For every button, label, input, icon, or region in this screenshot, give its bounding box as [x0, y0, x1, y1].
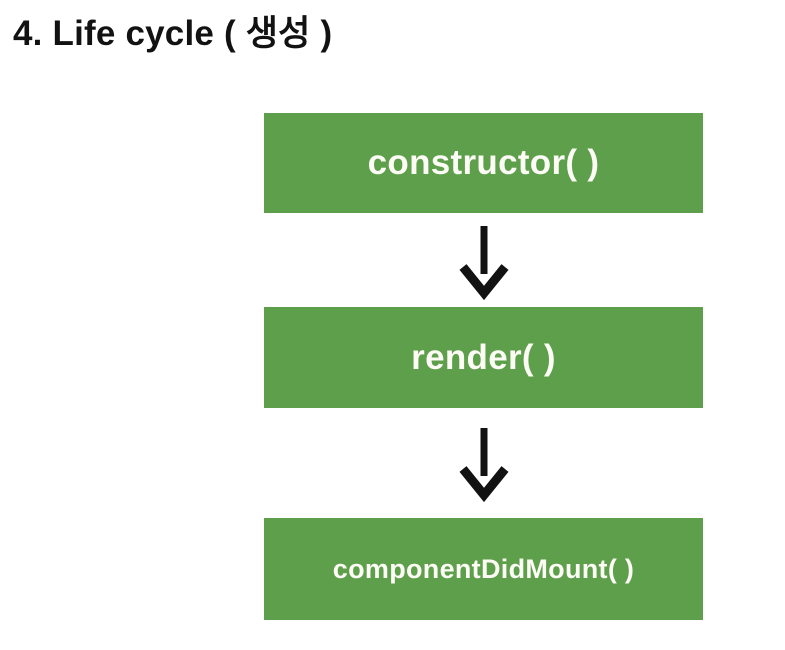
down-arrow-icon	[459, 226, 509, 301]
node-constructor: constructor( )	[264, 113, 703, 213]
arrow-head	[459, 264, 509, 301]
node-render: render( )	[264, 307, 703, 408]
arrow-head	[459, 466, 509, 503]
node-component-did-mount: componentDidMount( )	[264, 518, 703, 620]
down-arrow-icon	[459, 428, 509, 503]
page-title: 4. Life cycle ( 생성 )	[13, 14, 333, 53]
